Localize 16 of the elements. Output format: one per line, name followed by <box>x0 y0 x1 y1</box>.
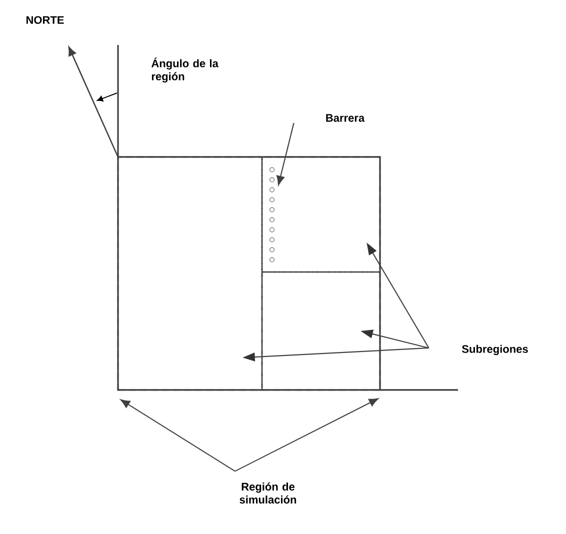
leader-arrow <box>242 347 429 362</box>
callout-text: Región de simulación <box>240 482 296 504</box>
callout-text: Barrera <box>326 114 365 122</box>
leader-arrow <box>120 399 236 472</box>
callout-text: Subregiones <box>462 344 528 356</box>
subregion-box <box>117 156 263 391</box>
region-box <box>117 156 381 391</box>
subregion-box <box>261 271 381 391</box>
leader-arrow <box>360 330 429 349</box>
barrier <box>270 167 274 262</box>
leader-arrow <box>366 242 430 348</box>
leader-arrow <box>234 398 378 472</box>
angle-label: Ángulo de la región <box>151 57 218 83</box>
leader-arrow <box>276 122 294 186</box>
subregion-box <box>261 156 381 273</box>
compass-label: NORTE <box>26 16 64 24</box>
